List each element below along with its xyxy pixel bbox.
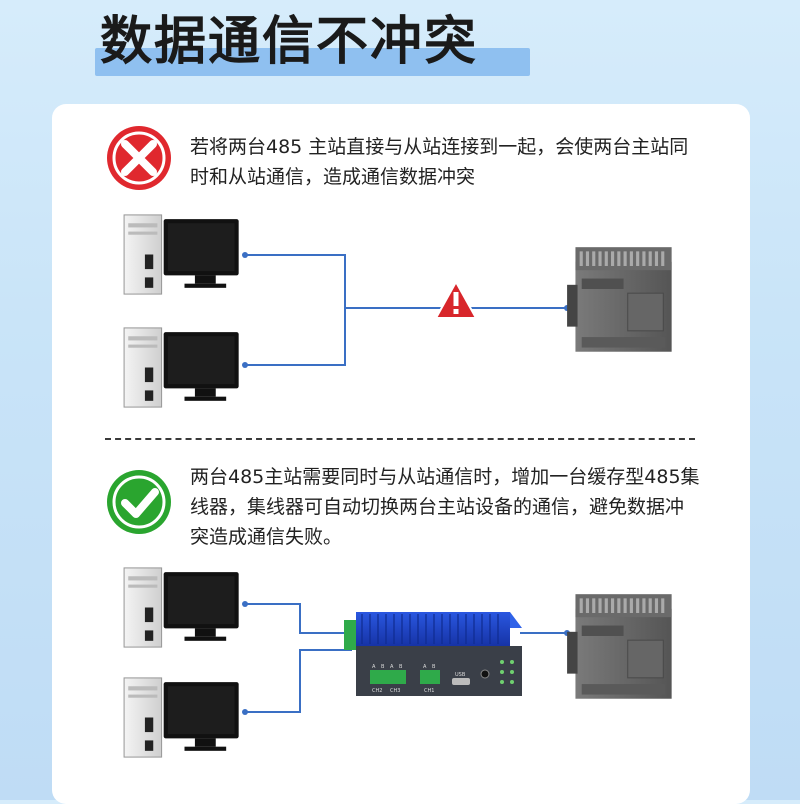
hub-port-label: B [399, 664, 403, 670]
success-icon [107, 470, 171, 534]
slave-plc-1 [566, 246, 673, 353]
hub-port-label: A [423, 664, 427, 670]
hub-port-label: A [372, 664, 376, 670]
master-pc-2 [123, 327, 240, 408]
hub-channel-label: CH3 [390, 688, 400, 694]
hub-port-label: B [381, 664, 385, 670]
error-icon [107, 126, 171, 190]
warning-triangle-icon [434, 279, 478, 319]
good-connection-lines [245, 603, 567, 713]
hub-port-label: B [432, 664, 436, 670]
slave-plc-2 [566, 593, 673, 700]
hub-channel-label: CH2 [372, 688, 382, 694]
master-pc-3 [123, 567, 240, 648]
section-divider [105, 438, 695, 440]
page-title: 数据通信不冲突 [100, 12, 479, 72]
rs485-hub: A B A B A B CH2 CH3 CH1 USB [344, 612, 522, 696]
hub-usb-label: USB [455, 672, 466, 678]
good-case-description: 两台485主站需要同时与从站通信时，增加一台缓存型485集线器，集线器可自动切换… [190, 466, 700, 548]
master-pc-4 [123, 677, 240, 758]
title-underline [95, 48, 530, 76]
master-pc-1 [123, 214, 240, 295]
hub-port-label: A [390, 664, 394, 670]
bad-case-description: 若将两台485 主站直接与从站连接到一起，会使两台主站同时和从站通信，造成通信数… [190, 136, 689, 188]
bad-connection-lines [245, 254, 567, 366]
hub-channel-label: CH1 [424, 688, 434, 694]
